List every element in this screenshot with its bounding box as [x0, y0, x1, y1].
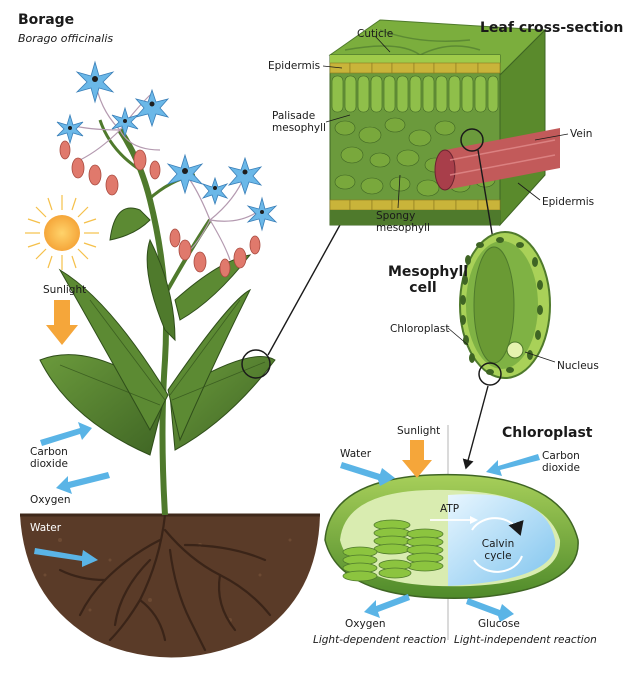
plant-carbon-dioxide-label: Carbon dioxide — [30, 446, 68, 470]
nucleus — [506, 341, 524, 359]
oxygen-output-label: Oxygen — [345, 618, 386, 630]
chloroplast-title: Chloroplast — [502, 425, 593, 441]
spongy-label: Spongy mesophyll — [376, 210, 430, 234]
chloroplast-zoom-circle — [478, 362, 502, 386]
epidermis-bottom-label: Epidermis — [542, 196, 595, 208]
plant-flow-arrows — [34, 422, 110, 567]
chloroplast-water-label: Water — [340, 448, 372, 460]
leaf-section-title: Leaf cross-section — [480, 20, 623, 36]
plant-leaves — [39, 207, 276, 456]
chloroplast-carbon-dioxide-label: Carbon dioxide — [542, 450, 580, 474]
plant-title: Borage — [18, 12, 75, 28]
cell-chloroplast-label: Chloroplast — [390, 323, 450, 335]
glucose-output-label: Glucose — [478, 618, 520, 630]
vein-label: Vein — [570, 128, 593, 140]
nucleus-label: Nucleus — [557, 360, 599, 372]
chloroplast-sunlight-label: Sunlight — [397, 425, 441, 437]
chloroplast-flow-arrows — [340, 440, 540, 622]
leaf-zoom-circle — [241, 349, 271, 379]
leaf-leader-lines — [322, 35, 569, 209]
mesophyll-cell — [459, 231, 551, 379]
zoom-arrow-chloroplast — [462, 385, 489, 470]
vein — [434, 128, 560, 191]
cell-leader-lines — [447, 327, 556, 363]
cuticle-label: Cuticle — [357, 28, 394, 40]
zoom-arrow-cell — [477, 149, 499, 247]
borage-flowers — [56, 60, 278, 278]
epidermis-top-label: Epidermis — [268, 60, 321, 72]
plant-sunlight-label: Sunlight — [43, 284, 87, 296]
plant-water-label: Water — [30, 522, 62, 534]
chloroplast-organelle — [324, 473, 579, 599]
cell-zoom-circle — [460, 128, 484, 152]
plant-subtitle: Borago officinalis — [18, 32, 114, 45]
soil-mound — [20, 513, 320, 658]
roots — [58, 513, 272, 652]
light-independent-label: Light-independent reaction — [454, 634, 597, 646]
atp-label: ATP — [440, 503, 460, 515]
plant-oxygen-label: Oxygen — [30, 494, 71, 506]
sunlight-arrow — [46, 300, 78, 345]
light-dependent-label: Light-dependent reaction — [313, 634, 447, 646]
mesophyll-cell-title: Mesophyll cell — [388, 264, 469, 296]
sun-icon — [25, 195, 99, 270]
leaf-cross-section-block — [328, 19, 560, 227]
calvin-cycle-label: Calvin cycle — [481, 538, 515, 562]
palisade-label: Palisade mesophyll — [272, 110, 326, 134]
